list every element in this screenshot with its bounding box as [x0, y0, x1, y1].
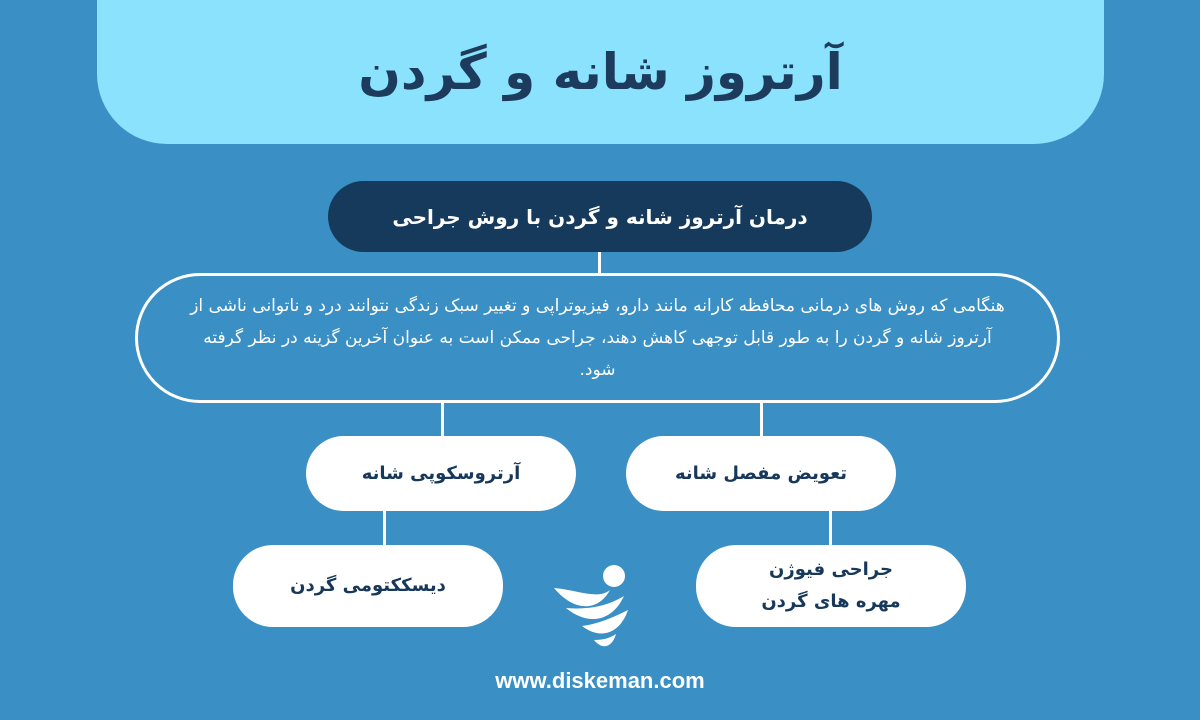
node-cervical-discectomy: دیسککتومی گردن [233, 545, 503, 627]
subtitle-text: درمان آرتروز شانه و گردن با روش جراحی [392, 204, 808, 229]
connector-desc-to-right-node [760, 403, 763, 437]
node-shoulder-arthroscopy-label: آرتروسکوپی شانه [361, 462, 521, 484]
description-box: هنگامی که روش های درمانی محافظه کارانه م… [135, 273, 1060, 403]
node-cervical-fusion-line2: مهره های گردن [761, 591, 901, 612]
node-shoulder-arthroscopy: آرتروسکوپی شانه [306, 436, 576, 511]
connector-left-to-discectomy [383, 511, 386, 546]
connector-pill-to-desc [598, 252, 601, 273]
brand-logo-icon [554, 565, 628, 647]
description-text: هنگامی که روش های درمانی محافظه کارانه م… [190, 296, 1005, 380]
website-url: www.diskeman.com [495, 668, 705, 693]
node-shoulder-replacement: تعویض مفصل شانه [626, 436, 896, 511]
node-shoulder-replacement-label: تعویض مفصل شانه [674, 462, 848, 484]
header-banner [97, 0, 1104, 144]
node-cervical-discectomy-label: دیسککتومی گردن [290, 575, 446, 596]
connector-desc-to-left-node [441, 403, 444, 437]
node-cervical-fusion-line1: جراحی فیوژن [769, 559, 893, 580]
node-cervical-fusion: جراحی فیوژن مهره های گردن [696, 545, 966, 627]
page-title: آرتروز شانه و گردن [358, 43, 843, 101]
connector-right-to-fusion [829, 511, 832, 546]
subtitle-pill: درمان آرتروز شانه و گردن با روش جراحی [328, 181, 872, 252]
